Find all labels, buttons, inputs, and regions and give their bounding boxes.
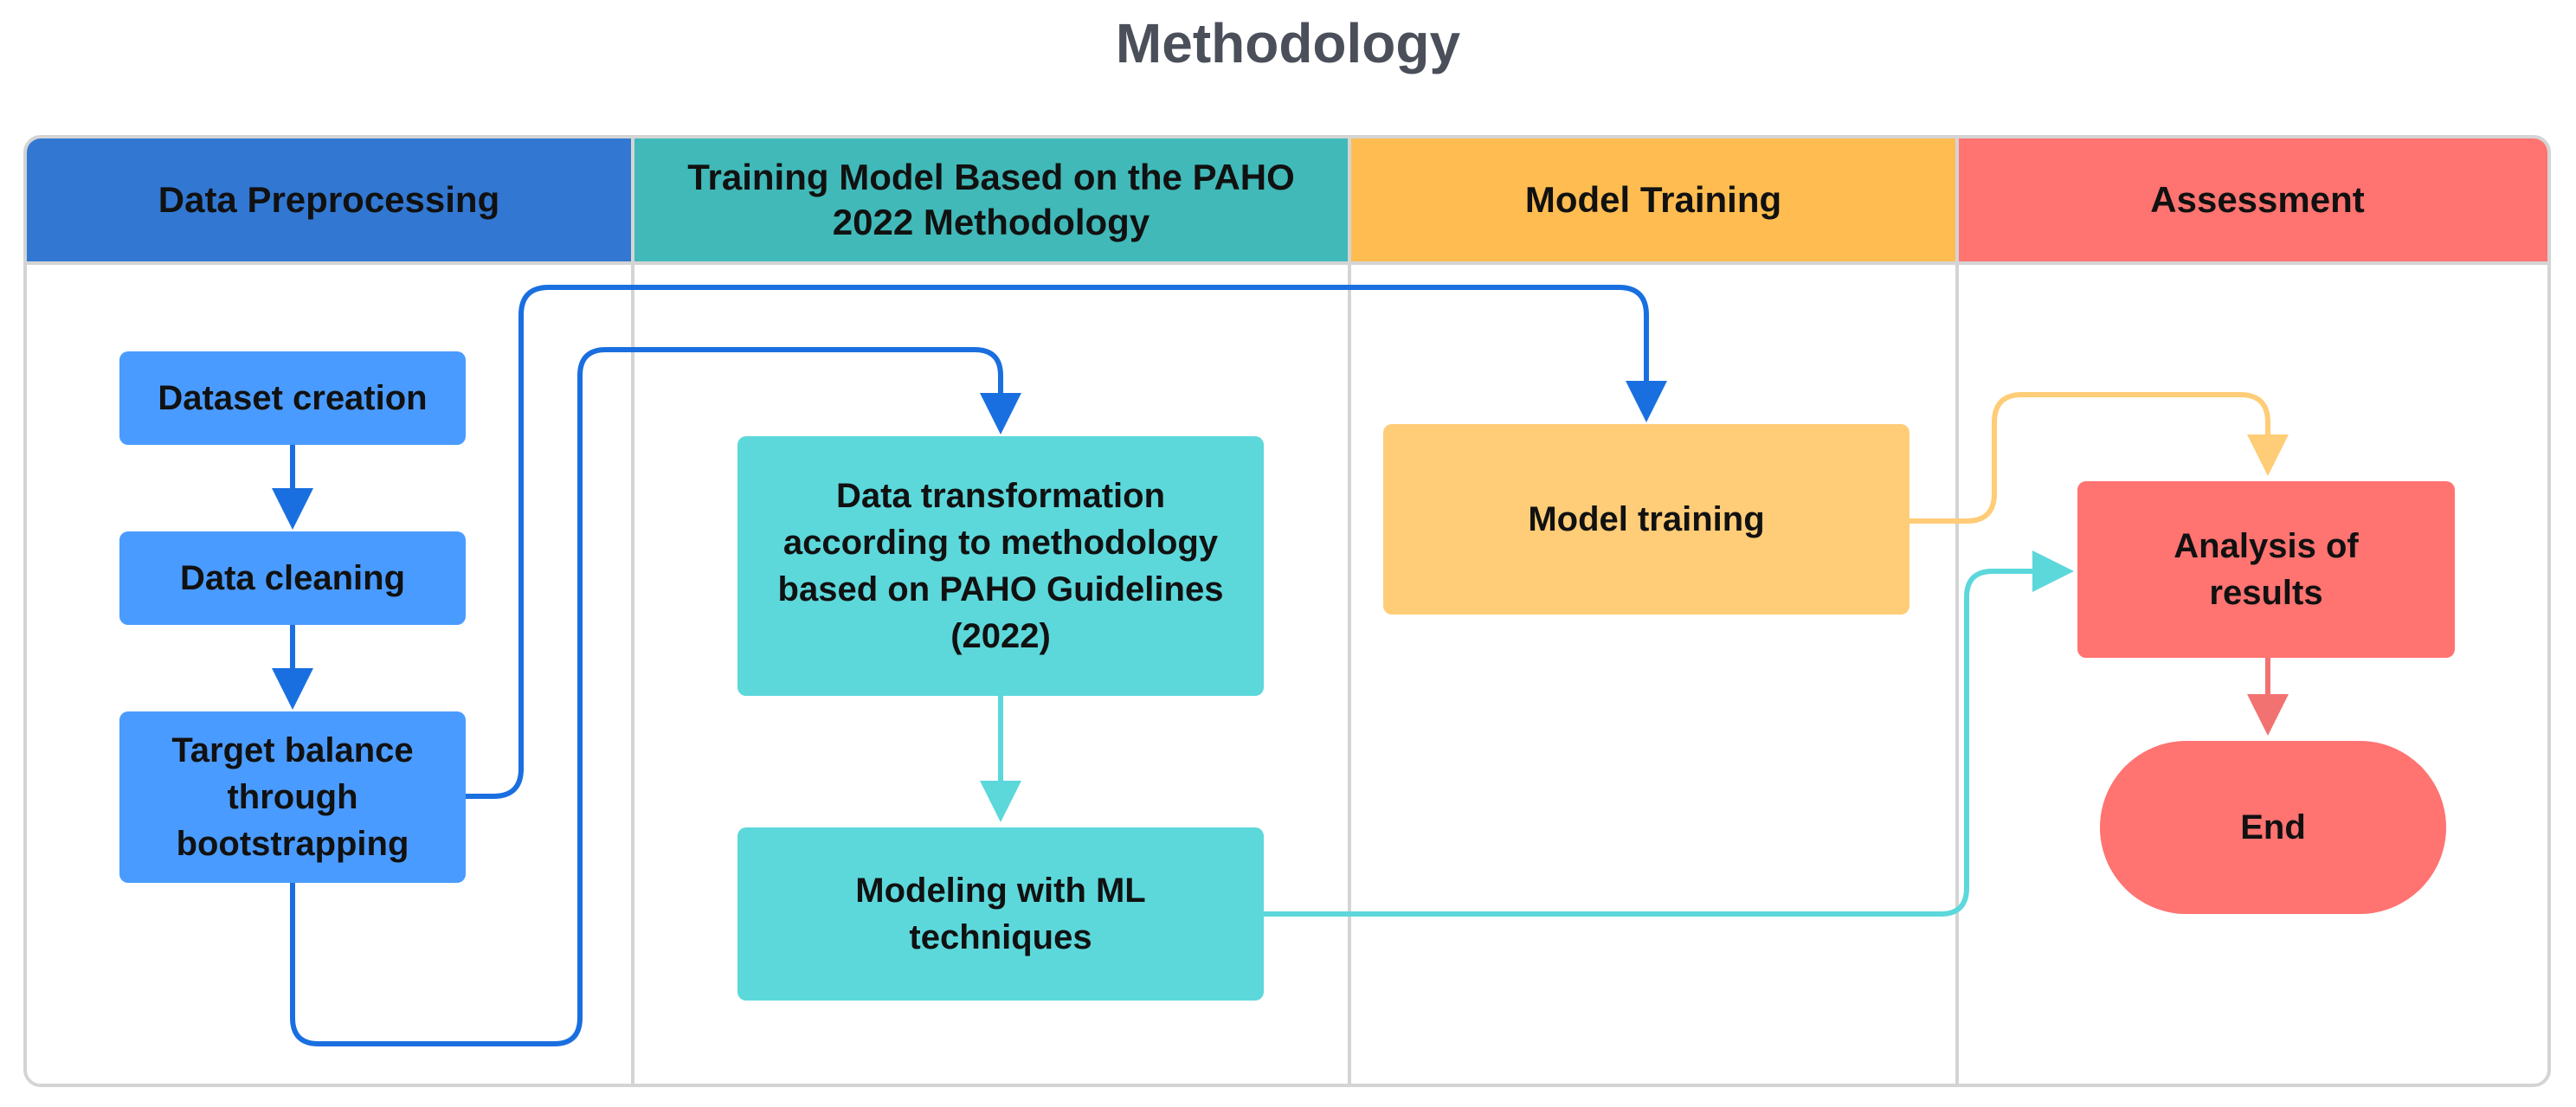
node-text-line: according to methodology [782,524,1219,562]
node-target-balance: Target balance through bootstrapping [119,711,466,883]
lane-divider [1348,138,1351,1084]
node-text-line: techniques [909,918,1092,956]
node-text-line: results [2209,574,2323,612]
node-model-training: Model training [1383,424,1909,615]
edge-modeling-to-analysis [1264,550,2074,917]
node-text-line: through [227,778,358,816]
lane-header-model-training: Model Training [1351,138,1955,261]
node-end: End [2100,741,2446,914]
lane-header-data-preprocessing: Data Preprocessing [27,138,631,261]
node-dataset-creation: Dataset creation [119,351,466,445]
node-data-cleaning: Data cleaning [119,531,466,625]
node-text-line: Target balance [171,731,414,769]
diagram-title: Methodology [1115,12,1461,74]
swimlane-frame: Data Preprocessing Training Model Based … [23,135,2551,1087]
lane-divider [1955,138,1959,1084]
edge-balance-to-transformation [290,347,1021,1046]
node-text-line: Modeling with ML [855,872,1146,910]
node-analysis-of-results: Analysis of results [2077,481,2455,658]
node-text-line: Analysis of [2174,527,2359,565]
node-text-line: (2022) [950,617,1051,655]
edge-model-training-to-analysis [1909,392,2289,524]
lane-header-assessment: Assessment [1959,138,2547,261]
lane-header-line-1: Training Model Based on the PAHO [687,157,1295,197]
node-text-line: based on PAHO Guidelines [777,570,1224,608]
lane-divider [631,138,634,1084]
edge-balance-to-model-training [466,285,1667,799]
node-text-line: bootstrapping [176,825,409,863]
lane-header-training-model-paho: Training Model Based on the PAHO 2022 Me… [634,138,1348,261]
node-data-transformation: Data transformation according to methodo… [737,436,1264,696]
node-text-line: Data transformation [835,477,1166,515]
node-modeling-ml: Modeling with ML techniques [737,827,1264,1001]
lane-header-line-2: 2022 Methodology [832,202,1150,242]
header-separator [27,261,2547,265]
